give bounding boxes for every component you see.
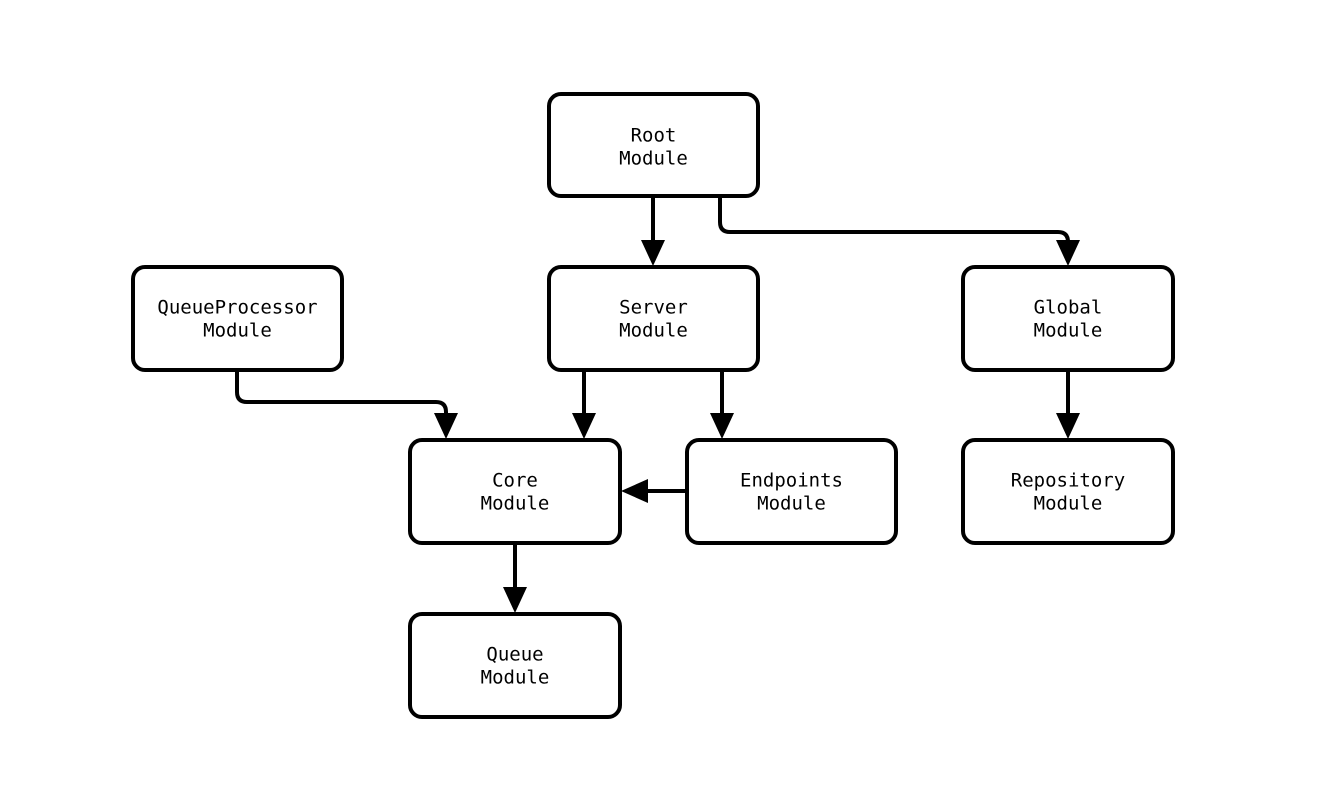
node-server-module-label-line2: Module	[619, 320, 688, 342]
node-repository-module[interactable]: Repository Module	[961, 438, 1175, 545]
node-queueprocessor-module-box[interactable]	[131, 265, 344, 372]
node-queueprocessor-module-label-line1: QueueProcessor	[157, 297, 317, 319]
edge-server-core-arrowhead	[572, 413, 596, 439]
node-layer: Root Module QueueProcessor Module Server…	[131, 92, 1175, 719]
node-endpoints-module-label-line2: Module	[757, 493, 826, 515]
node-global-module-label-line2: Module	[1034, 320, 1103, 342]
edge-global-repository	[1056, 370, 1080, 439]
edge-root-global-arrowhead	[1056, 240, 1080, 266]
edge-root-global-line	[718, 196, 1070, 244]
node-root-module-label-line2: Module	[619, 148, 688, 170]
edge-queueprocessor-core-arrowhead	[434, 413, 458, 439]
node-core-module-label-line1: Core	[492, 470, 538, 492]
edge-layer	[235, 196, 1080, 613]
node-global-module-label-line1: Global	[1034, 297, 1103, 319]
node-queueprocessor-module-label-line2: Module	[203, 320, 272, 342]
edge-core-queue-arrowhead	[503, 587, 527, 613]
edge-server-endpoints	[710, 370, 734, 439]
node-server-module-label-line1: Server	[619, 297, 688, 319]
edge-core-queue	[503, 543, 527, 613]
edge-endpoints-core-arrowhead	[621, 479, 648, 503]
node-core-module-label-line2: Module	[481, 493, 550, 515]
node-core-module[interactable]: Core Module	[408, 438, 622, 545]
edge-root-server-arrowhead	[641, 240, 665, 266]
node-endpoints-module-label-line1: Endpoints	[740, 470, 843, 492]
node-queue-module-box[interactable]	[408, 612, 622, 719]
node-server-module[interactable]: Server Module	[547, 265, 760, 372]
node-queue-module[interactable]: Queue Module	[408, 612, 622, 719]
node-repository-module-box[interactable]	[961, 438, 1175, 545]
node-root-module-box[interactable]	[547, 92, 760, 198]
edge-queueprocessor-core-line	[235, 370, 448, 417]
node-global-module-box[interactable]	[961, 265, 1175, 372]
edge-queueprocessor-core	[235, 370, 458, 439]
node-global-module[interactable]: Global Module	[961, 265, 1175, 372]
node-queue-module-label-line2: Module	[481, 667, 550, 689]
edge-global-repository-arrowhead	[1056, 413, 1080, 439]
node-queueprocessor-module[interactable]: QueueProcessor Module	[131, 265, 344, 372]
node-core-module-box[interactable]	[408, 438, 622, 545]
node-endpoints-module-box[interactable]	[685, 438, 898, 545]
node-root-module-label-line1: Root	[631, 125, 677, 147]
node-queue-module-label-line1: Queue	[486, 644, 543, 666]
node-root-module[interactable]: Root Module	[547, 92, 760, 198]
edge-server-core	[572, 370, 596, 439]
node-server-module-box[interactable]	[547, 265, 760, 372]
node-repository-module-label-line2: Module	[1034, 493, 1103, 515]
edge-server-endpoints-arrowhead	[710, 413, 734, 439]
edge-endpoints-core	[621, 479, 687, 503]
edge-root-global	[718, 196, 1080, 266]
node-repository-module-label-line1: Repository	[1011, 470, 1125, 492]
node-endpoints-module[interactable]: Endpoints Module	[685, 438, 898, 545]
edge-root-server	[641, 196, 665, 266]
